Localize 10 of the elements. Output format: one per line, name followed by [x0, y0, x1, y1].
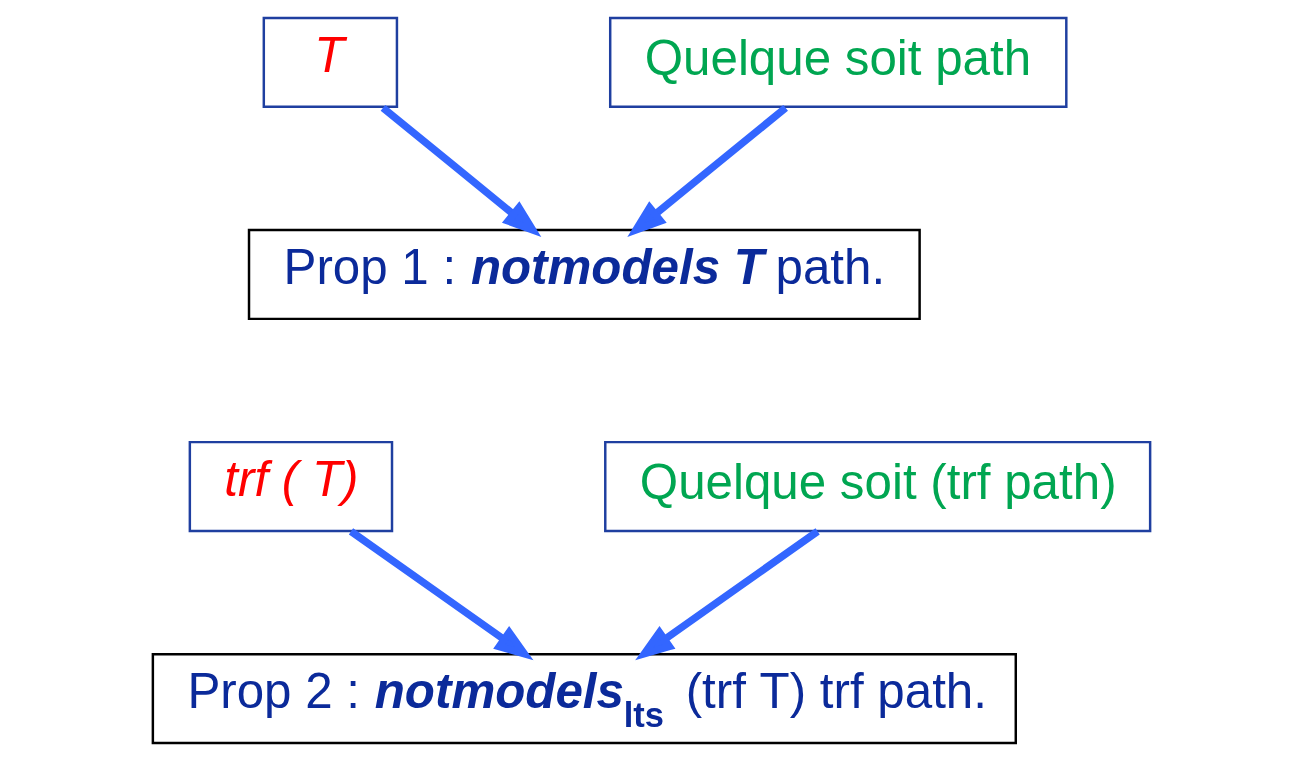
arrow	[634, 528, 820, 661]
node-box: trf ( T)	[188, 440, 393, 533]
arrow	[348, 528, 533, 661]
node-box: Prop 1 : notmodels T path.	[247, 228, 921, 321]
node-box: Prop 2 : notmodels$_{lts}$ (trf T) trf path.	[151, 652, 1017, 745]
arrow	[380, 104, 541, 237]
node-box: Quelque soit (trf path)	[603, 440, 1151, 533]
node-box: Quelque soit path	[608, 16, 1068, 109]
arrow	[626, 104, 788, 237]
node-box: T	[262, 16, 398, 109]
